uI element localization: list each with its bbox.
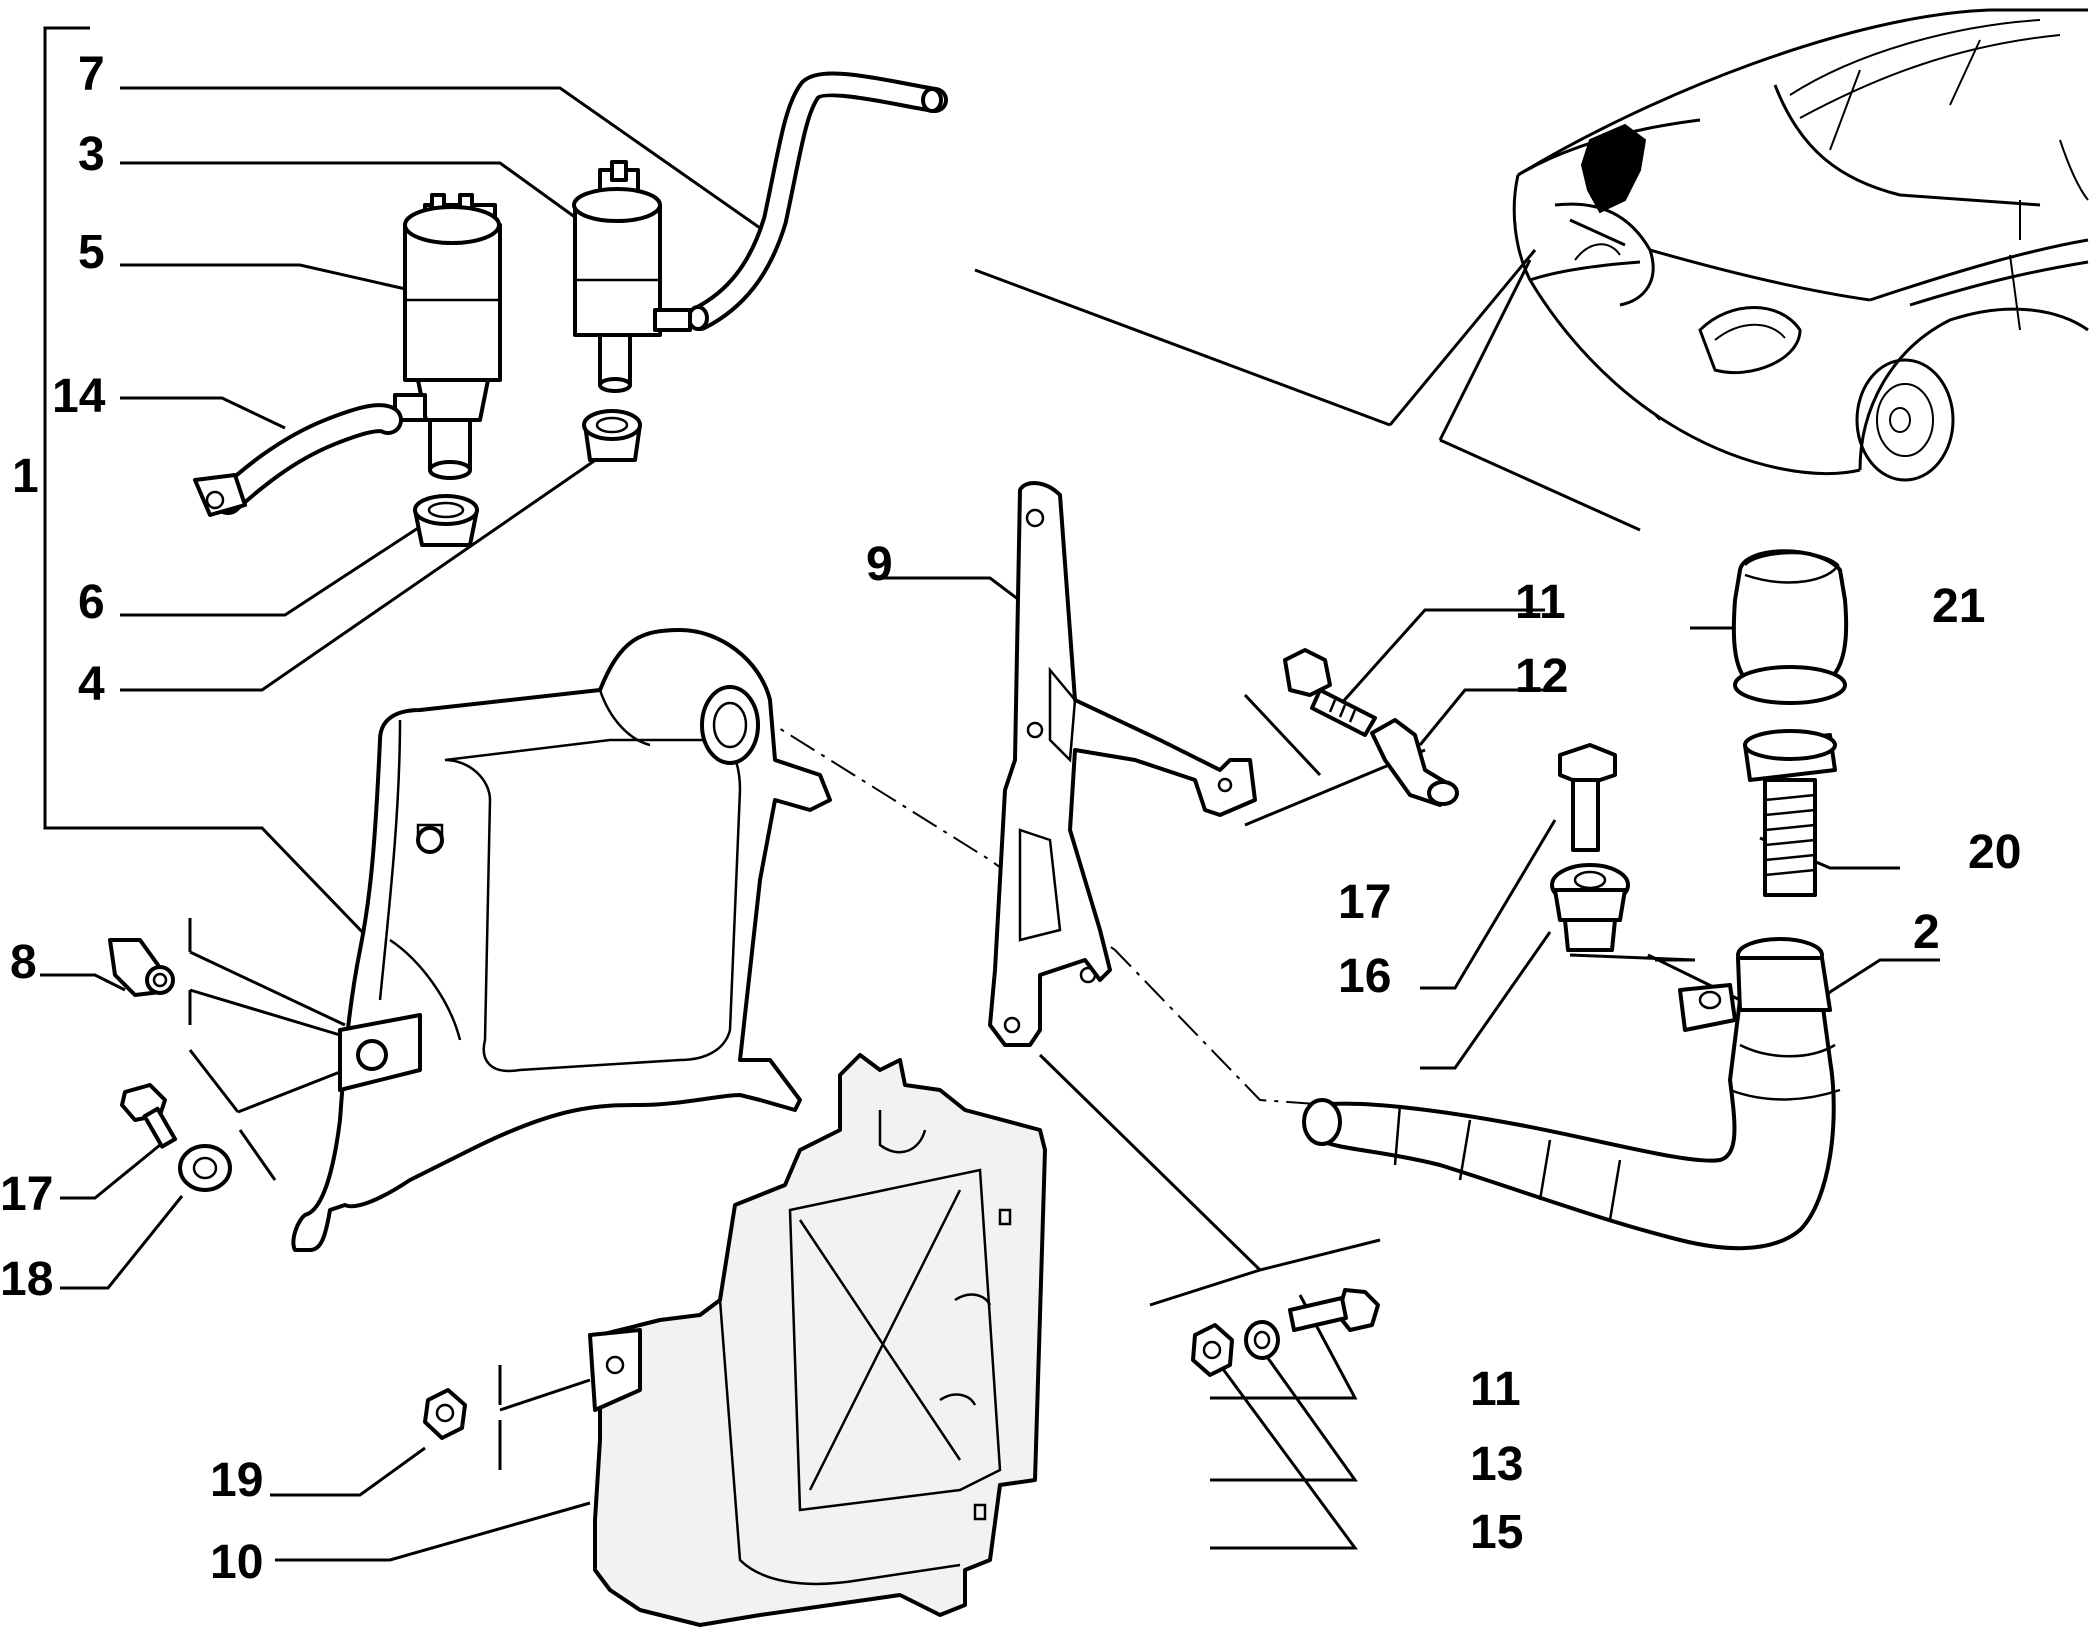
label-11-upper: 11	[1515, 576, 1566, 629]
hose-7	[687, 71, 948, 331]
callout-labels: 1 2 3 4 5 6 7 8 9 10 11 11 12 13 14 15 1…	[0, 48, 2021, 1589]
label-4: 4	[78, 658, 105, 711]
label-3: 3	[78, 128, 105, 181]
filler-cap-21	[1731, 549, 1849, 705]
label-1: 1	[12, 450, 39, 503]
screw-17-right	[1558, 743, 1617, 852]
assembly-axis	[749, 709, 1331, 1106]
label-19: 19	[210, 1454, 263, 1507]
highlighted-reservoir-location	[1580, 123, 1647, 214]
label-10: 10	[210, 1536, 263, 1589]
label-2: 2	[1913, 906, 1940, 959]
label-12: 12	[1515, 650, 1568, 703]
washer-reservoir	[291, 628, 832, 1252]
screw-17-left	[120, 1083, 178, 1149]
hose-14	[193, 403, 403, 517]
label-14: 14	[52, 370, 106, 423]
grommet-16	[1550, 863, 1630, 952]
filler-neck-20	[1743, 729, 1837, 897]
bolt-11-upper	[1283, 648, 1377, 737]
spacer-nut-12	[1370, 718, 1459, 807]
label-17-left: 17	[0, 1168, 53, 1221]
label-5: 5	[78, 226, 105, 279]
bolt-11-lower	[1288, 1288, 1380, 1332]
group-1-bracket	[43, 26, 372, 942]
label-7: 7	[78, 48, 105, 101]
washer-pump-5	[393, 193, 502, 480]
nut-19	[423, 1388, 467, 1440]
label-9: 9	[866, 538, 893, 591]
label-20: 20	[1968, 826, 2021, 879]
label-21: 21	[1932, 580, 1985, 633]
label-6: 6	[78, 576, 105, 629]
label-18: 18	[0, 1253, 53, 1306]
washer-18	[178, 1144, 232, 1192]
filler-pipe-2	[1302, 937, 1841, 1251]
label-13: 13	[1470, 1438, 1523, 1491]
washer-pump-3	[572, 160, 692, 393]
car-illustration	[1512, 8, 2089, 482]
label-11-lower: 11	[1470, 1363, 1521, 1416]
label-16: 16	[1338, 950, 1391, 1003]
label-8: 8	[10, 936, 37, 989]
grommet-4	[582, 409, 642, 462]
washer-13	[1244, 1320, 1280, 1360]
bracket-9	[988, 481, 1257, 1047]
label-17-right: 17	[1338, 876, 1391, 929]
label-15: 15	[1470, 1506, 1523, 1559]
leader-lines	[40, 86, 1940, 1562]
grommet-6	[413, 494, 479, 547]
shield-10	[588, 1053, 1047, 1627]
clip-nut-8	[108, 938, 175, 997]
nut-15	[1191, 1323, 1234, 1377]
